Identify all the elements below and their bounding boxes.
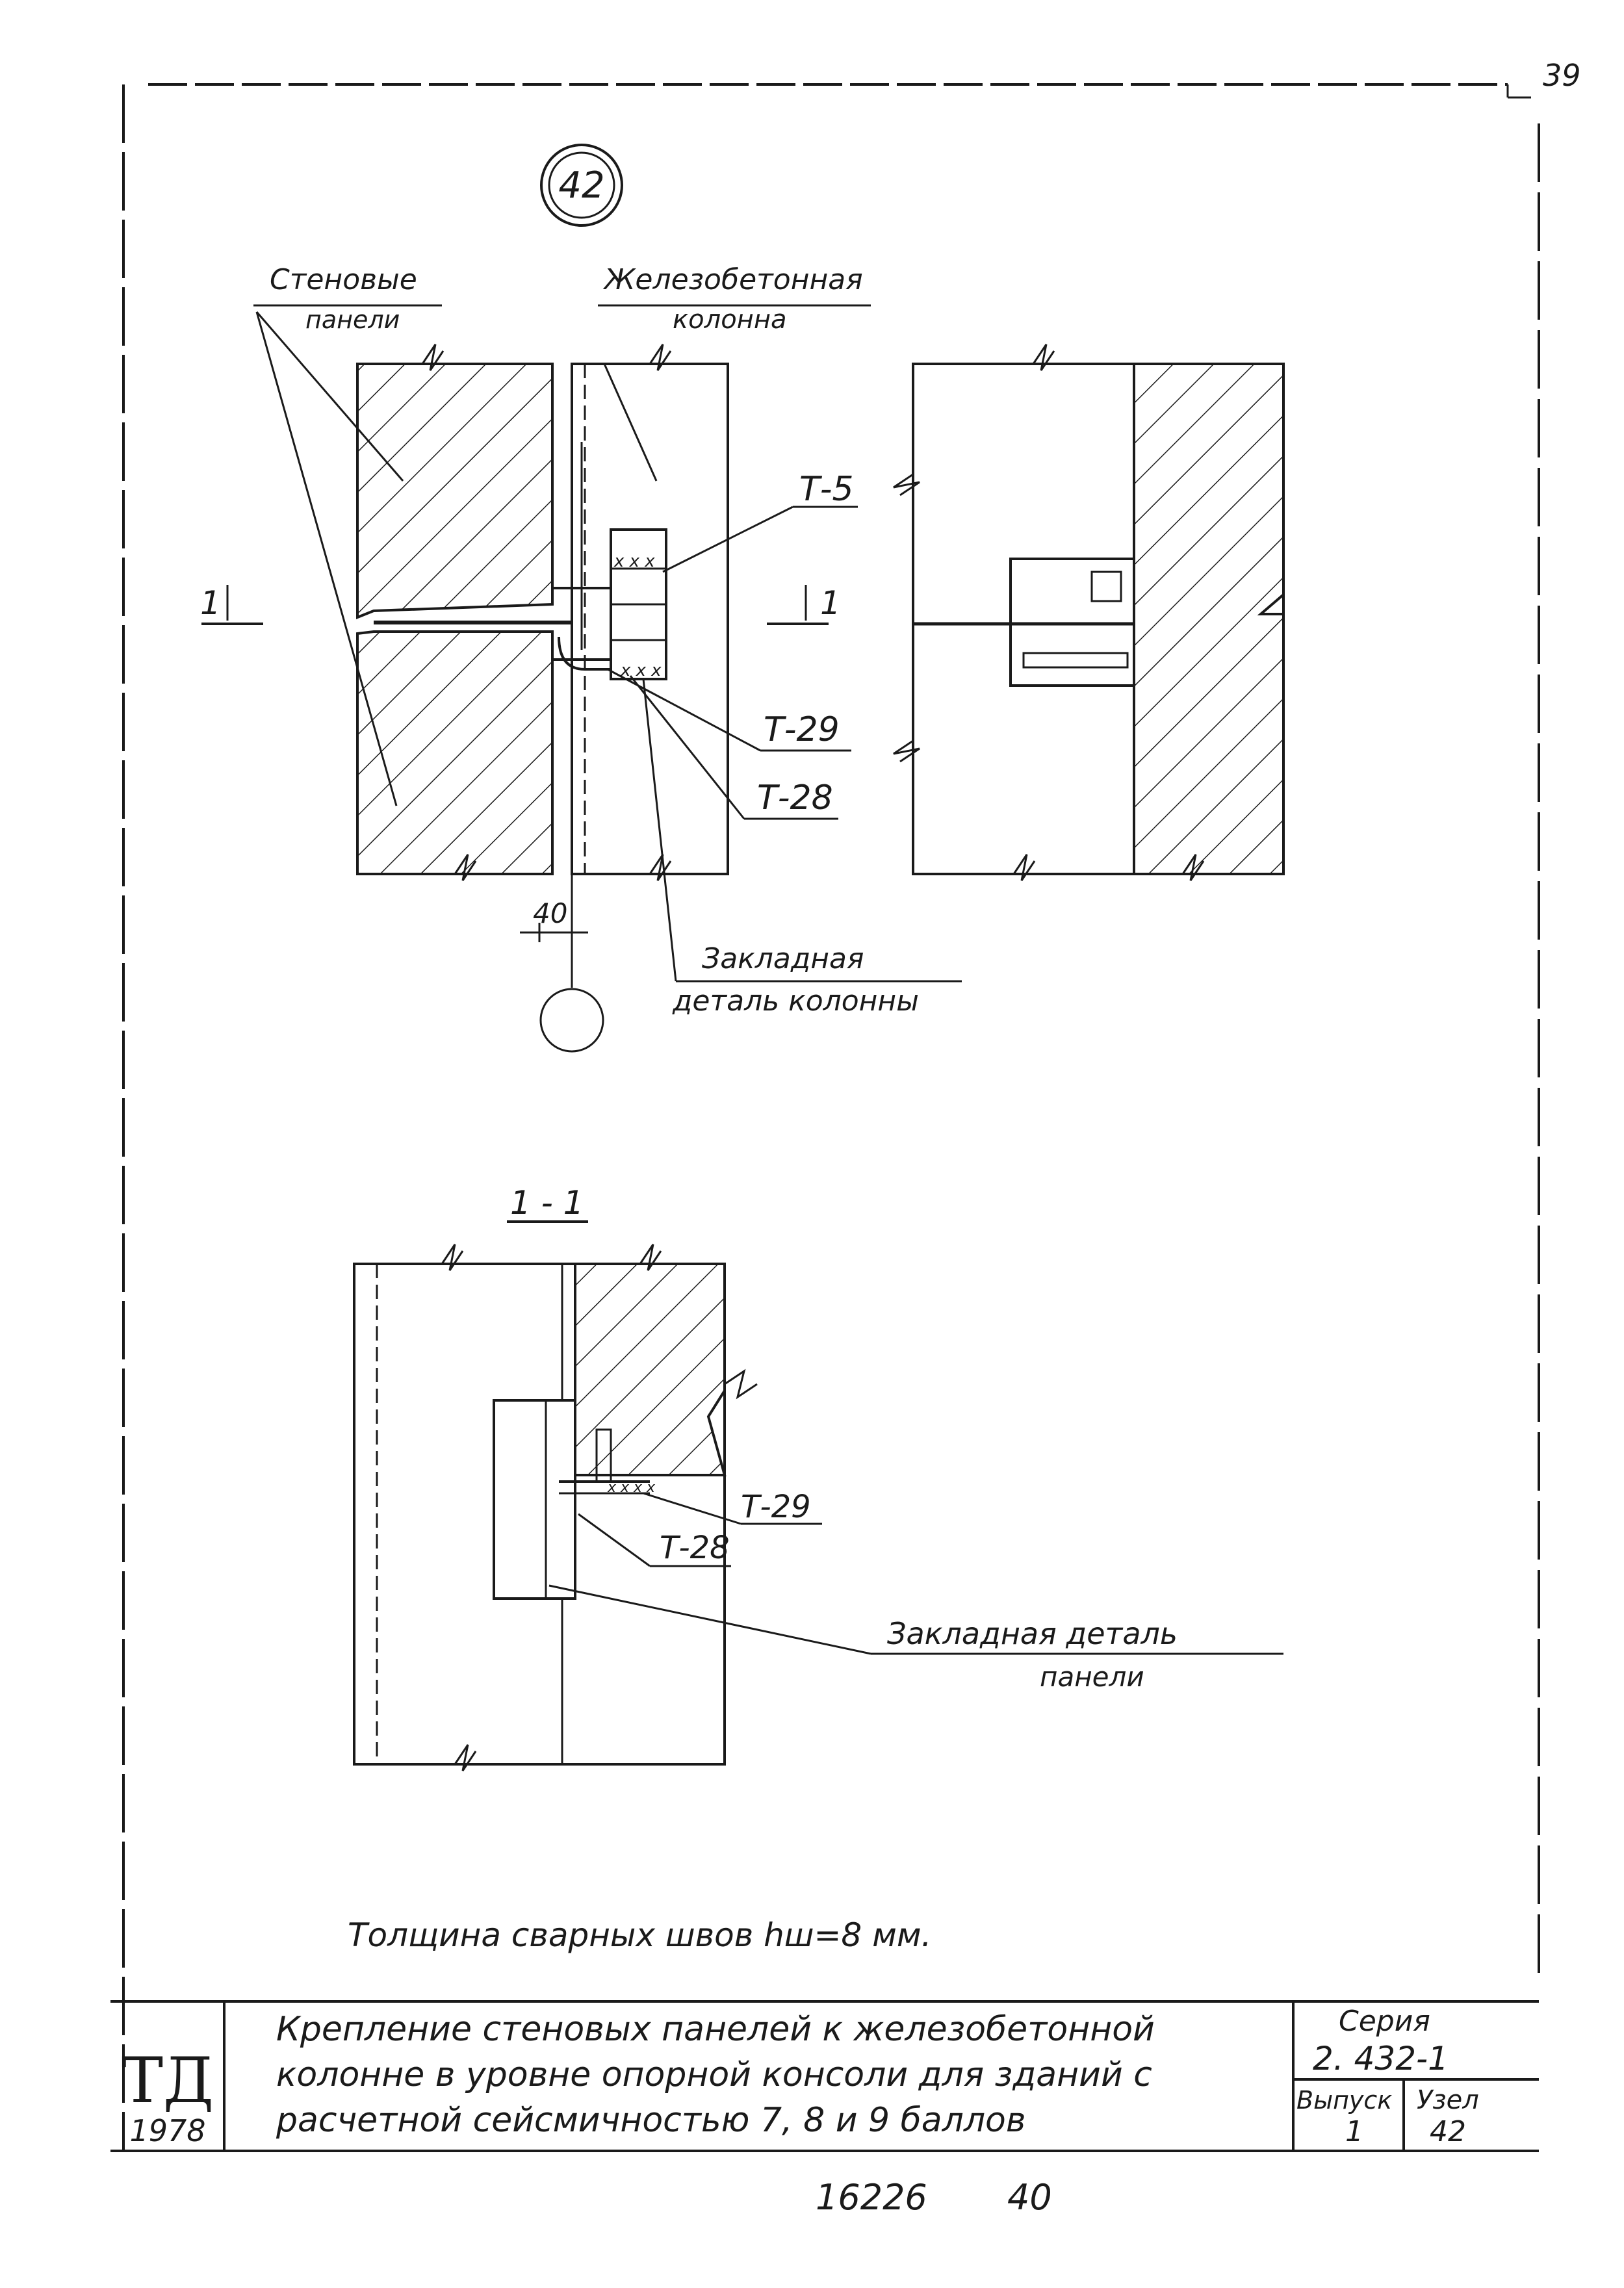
title-line-3: расчетной сейсмичностью 7, 8 и 9 баллов [276, 2101, 1026, 2140]
weld-note: Толщина сварных швов hш=8 мм. [348, 1916, 931, 1954]
label-wall-panels-2: панели [305, 305, 400, 334]
sheet-frame [122, 83, 1540, 2151]
label-wall-panels-1: Стеновые [270, 263, 417, 296]
label-rc-column-2: колонна [673, 305, 787, 335]
label-t29: Т-29 [764, 710, 840, 749]
issue-label: Выпуск [1296, 2086, 1392, 2114]
bottom-number-1: 16226 [816, 2177, 927, 2218]
title-block [110, 2000, 1539, 2152]
label-rc-column-1: Железобетонная [602, 263, 863, 296]
section-view: x x x x [353, 1220, 1283, 1771]
dimension-40: 40 [533, 897, 567, 929]
series-label: Серия [1339, 2005, 1430, 2038]
label-column-embed-2: деталь колонны [672, 984, 919, 1018]
page-number: 39 [1543, 58, 1581, 93]
title-block-year: 1978 [129, 2113, 205, 2148]
issue-value: 1 [1345, 2115, 1363, 2148]
elevation-view: x x x x x x [201, 344, 829, 1053]
bottom-number-2: 40 [1007, 2177, 1052, 2218]
label-panel-embed-2: панели [1040, 1661, 1144, 1693]
node-marker: 42 [540, 144, 623, 227]
elevation-leaders [253, 304, 962, 983]
svg-text:x x x: x x x [613, 552, 655, 571]
section-mark-left: 1 [200, 584, 221, 622]
section-mark-right: 1 [820, 584, 841, 622]
label-t28: Т-28 [757, 778, 833, 817]
side-view [893, 344, 1285, 881]
svg-text:x x x: x x x [620, 661, 662, 680]
label-t29-section: Т-29 [741, 1489, 811, 1525]
title-block-logo: ТД [122, 2044, 214, 2117]
svg-text:x x x x: x x x x [607, 1480, 656, 1496]
label-t5: Т-5 [799, 470, 854, 509]
label-column-embed-1: Закладная [702, 942, 864, 975]
section-title: 1 - 1 [510, 1184, 584, 1222]
label-panel-embed-1: Закладная деталь [887, 1616, 1178, 1651]
title-line-2: колонне в уровне опорной консоли для зда… [276, 2055, 1152, 2094]
series-value: 2. 432-1 [1313, 2040, 1449, 2077]
label-t28-section: Т-28 [660, 1530, 730, 1566]
svg-text:42: 42 [558, 164, 604, 207]
node-label: Узел [1417, 2085, 1479, 2115]
node-value: 42 [1430, 2115, 1466, 2148]
title-line-1: Крепление стеновых панелей к железобетон… [276, 2010, 1155, 2049]
